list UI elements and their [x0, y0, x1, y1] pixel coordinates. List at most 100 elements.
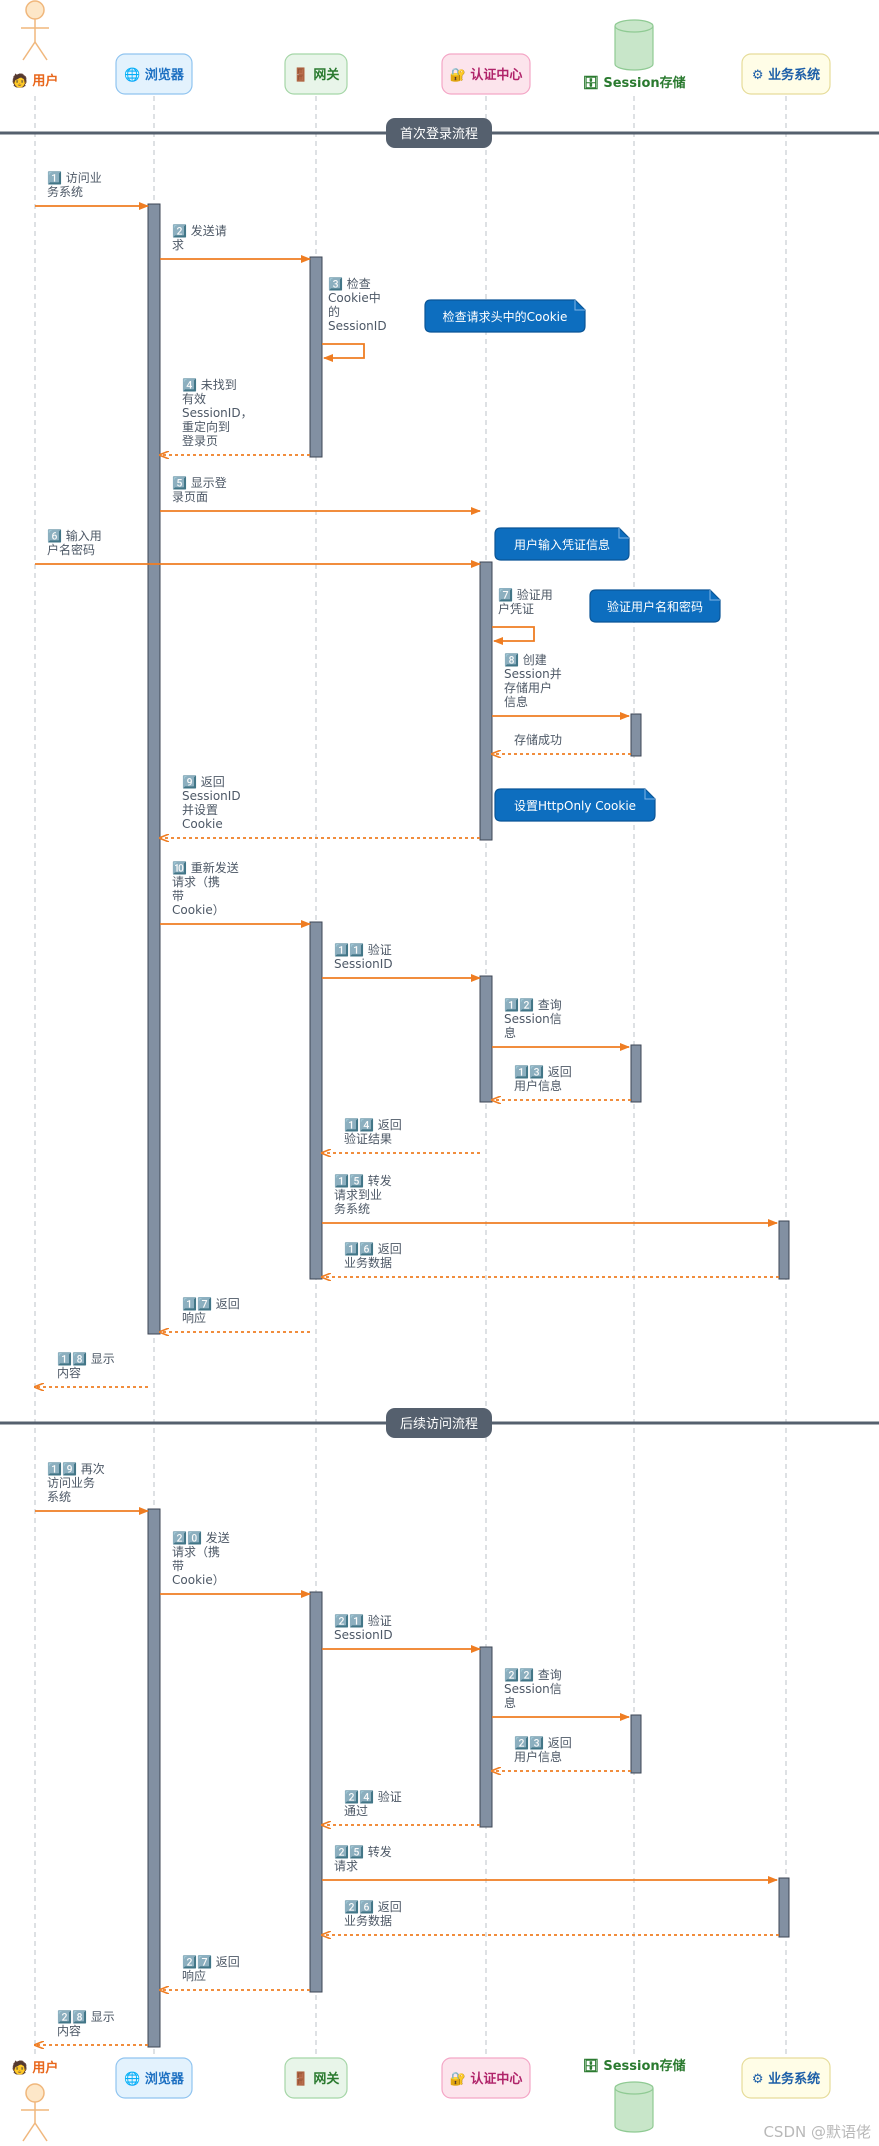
- participant-gateway: 🚪 网关: [284, 53, 348, 95]
- message-label: 业务数据: [344, 1255, 392, 1270]
- message-label: 2️⃣7️⃣ 返回: [182, 1955, 240, 1969]
- message-label: SessionID: [182, 789, 241, 803]
- participant-bottom-auth: 🔐 认证中心: [441, 2057, 531, 2099]
- participant-label: ⚙ 业务系统: [752, 67, 820, 83]
- participant-bottom-biz: ⚙ 业务系统: [741, 2057, 831, 2099]
- database-icon: [614, 19, 654, 71]
- message-label: 的: [328, 304, 340, 319]
- message-label: 务系统: [47, 184, 83, 199]
- message-label: 6️⃣ 输入用: [47, 528, 102, 543]
- message-label: Cookie）: [172, 1573, 225, 1587]
- note: 设置HttpOnly Cookie: [494, 788, 656, 822]
- message-label: 1️⃣9️⃣ 再次: [47, 1462, 105, 1476]
- message-label: 2️⃣8️⃣ 显示: [57, 2010, 115, 2024]
- participant-label: 🌐 浏览器: [124, 2071, 185, 2087]
- message-label: 1️⃣4️⃣ 返回: [344, 1118, 402, 1132]
- participant-biz: ⚙ 业务系统: [741, 53, 831, 95]
- participant-bottom-browser: 🌐 浏览器: [115, 2057, 193, 2099]
- message-label: 9️⃣ 返回: [182, 775, 225, 789]
- participant-label: 🚪 网关: [293, 67, 340, 83]
- message-label: SessionID，: [182, 406, 253, 420]
- message-label: 验证结果: [344, 1131, 392, 1146]
- participant-box: [284, 2057, 348, 2099]
- database-icon: [614, 2081, 654, 2133]
- message-label: 并设置: [182, 803, 218, 817]
- activation-bar: [630, 1044, 642, 1103]
- message-label: 响应: [182, 1310, 206, 1325]
- message-label: 1️⃣ 访问业: [47, 171, 102, 185]
- participant-user: 🧑 用户: [12, 0, 58, 89]
- message-label: 2️⃣6️⃣ 返回: [344, 1900, 402, 1914]
- participant-label: ⚙ 业务系统: [752, 2071, 820, 2087]
- note: 检查请求头中的Cookie: [424, 299, 586, 333]
- message-label: 求: [172, 238, 184, 252]
- activation-bar: [479, 561, 493, 841]
- participant-box: [284, 53, 348, 95]
- participant-session: 🗄 Session存储: [582, 19, 686, 91]
- message-label: 带: [172, 889, 184, 903]
- message-label: 1️⃣5️⃣ 转发: [334, 1173, 392, 1188]
- message-label: 系统: [47, 1490, 71, 1504]
- message-label: 有效: [182, 391, 206, 406]
- message-label: 1️⃣2️⃣ 查询: [504, 998, 562, 1012]
- participant-bottom-session: 🗄 Session存储: [582, 2058, 686, 2133]
- message-label: 2️⃣2️⃣ 查询: [504, 1668, 562, 1682]
- message-label: 存储用户: [504, 680, 552, 695]
- activation-bar: [309, 256, 323, 458]
- message-label: 5️⃣ 显示登: [172, 475, 227, 490]
- participant-box: [741, 53, 831, 95]
- note-text: 设置HttpOnly Cookie: [514, 799, 636, 813]
- message-label: Cookie: [182, 817, 223, 831]
- activation-bar: [309, 1591, 323, 1993]
- activation-bar: [778, 1220, 790, 1280]
- message-label: 登录页: [182, 433, 218, 448]
- message-arrow: [492, 626, 535, 645]
- participant-label: 🚪 网关: [293, 2071, 340, 2087]
- message-label: 2️⃣0️⃣ 发送: [172, 1530, 230, 1545]
- message-label: 息: [504, 1025, 516, 1040]
- message-label: 用户信息: [514, 1749, 562, 1764]
- participant-box: [441, 53, 531, 95]
- message-label: 2️⃣5️⃣ 转发: [334, 1844, 392, 1859]
- message-label: 1️⃣3️⃣ 返回: [514, 1065, 572, 1079]
- message-label: 8️⃣ 创建: [504, 653, 547, 667]
- activation-bar: [630, 713, 642, 757]
- message-label: Session信: [504, 1012, 562, 1026]
- message-label: 2️⃣1️⃣ 验证: [334, 1613, 392, 1628]
- message-label: 存储成功: [514, 732, 562, 747]
- participant-browser: 🌐 浏览器: [115, 53, 193, 95]
- section-pill: [386, 118, 492, 148]
- participant-label: 🧑 用户: [12, 2059, 59, 2076]
- message-label: Cookie中: [328, 290, 381, 305]
- message-label: 内容: [57, 1365, 81, 1380]
- message-label: 1️⃣8️⃣ 显示: [57, 1352, 115, 1366]
- note-text: 用户输入凭证信息: [514, 537, 610, 552]
- participant-label: 🔐 认证中心: [450, 67, 523, 83]
- participant-box: [741, 2057, 831, 2099]
- participant-label: 🗄 Session存储: [582, 2058, 685, 2074]
- note-text: 验证用户名和密码: [607, 599, 703, 614]
- message-label: 1️⃣7️⃣ 返回: [182, 1297, 240, 1311]
- message-label: 用户信息: [514, 1078, 562, 1093]
- participant-box: [115, 2057, 193, 2099]
- message-label: SessionID: [334, 957, 393, 971]
- message-label: 2️⃣3️⃣ 返回: [514, 1736, 572, 1750]
- message-label: 请求: [334, 1859, 358, 1873]
- participant-label: 🗄 Session存储: [582, 75, 685, 91]
- section-title: 首次登录流程: [400, 126, 478, 142]
- message-label: 通过: [344, 1804, 368, 1818]
